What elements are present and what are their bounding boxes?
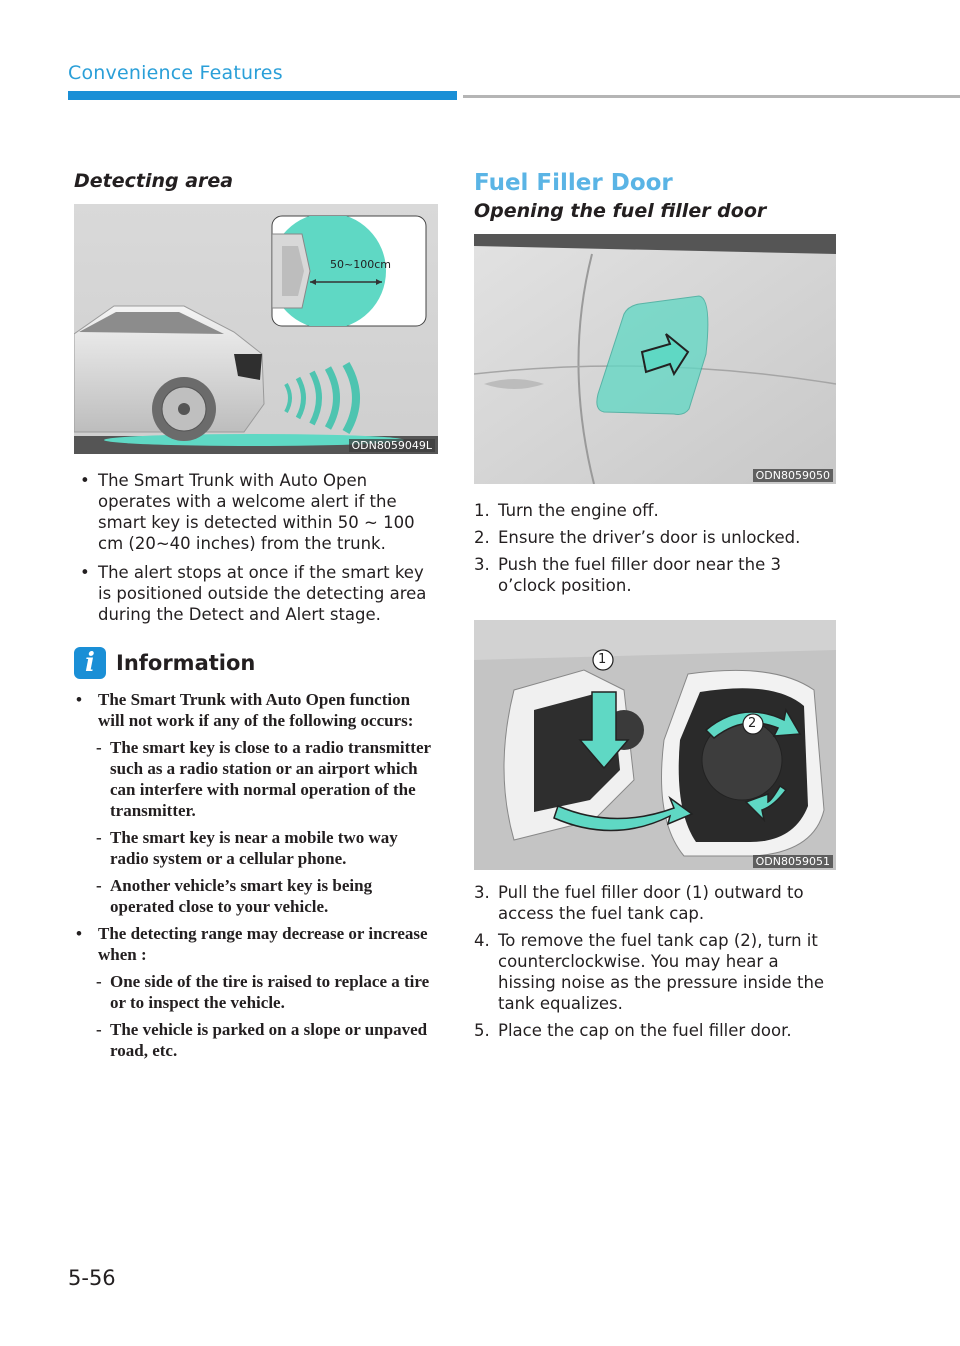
- information-body: •The Smart Trunk with Auto Open function…: [74, 689, 438, 1061]
- header-rule-gray: [463, 95, 960, 98]
- information-title: Information: [116, 651, 256, 675]
- left-column: Detecting area: [74, 170, 438, 1067]
- list-item: •The Smart Trunk with Auto Open function…: [76, 690, 414, 730]
- running-header: Convenience Features: [68, 62, 283, 84]
- detecting-bullets: •The Smart Trunk with Auto Open operates…: [74, 470, 438, 625]
- callout-1: 1: [598, 652, 607, 667]
- list-item: •The detecting range may decrease or inc…: [76, 924, 428, 964]
- list-item: 4.To remove the fuel tank cap (2), turn …: [474, 931, 825, 1013]
- list-item: 1.Turn the engine off.: [474, 501, 659, 520]
- header-rule-blue: [68, 91, 457, 100]
- figure-code: ODN8059049L: [348, 439, 435, 452]
- figure-code: ODN8059050: [752, 469, 833, 482]
- detecting-area-heading: Detecting area: [74, 170, 234, 192]
- fuel-cap-figure: 1 2 ODN8059051: [474, 620, 836, 870]
- list-item: -The smart key is close to a radio trans…: [96, 738, 431, 820]
- info-icon: i: [74, 647, 106, 679]
- figure-code: ODN8059051: [752, 855, 833, 868]
- detecting-area-figure: 50~100cm ODN8059049L: [74, 204, 438, 454]
- subheading: Opening the fuel filler door: [474, 200, 767, 222]
- steps-list-2: 3.Pull the fuel filler door (1) outward …: [474, 882, 836, 1041]
- list-item: -The smart key is near a mobile two way …: [96, 828, 398, 868]
- list-item: 5.Place the cap on the fuel filler door.: [474, 1021, 792, 1040]
- steps-list-1: 1.Turn the engine off. 2.Ensure the driv…: [474, 500, 836, 596]
- list-item: -One side of the tire is raised to repla…: [96, 972, 430, 1012]
- right-column: Fuel Filler Door Opening the fuel filler…: [474, 170, 836, 1047]
- list-item: -Another vehicle’s smart key is being op…: [96, 876, 373, 916]
- information-header: i Information: [74, 647, 438, 679]
- fuel-door-illustration: [474, 234, 836, 484]
- section-title: Fuel Filler Door: [474, 170, 673, 196]
- range-label: 50~100cm: [330, 258, 391, 271]
- fuel-cap-illustration: [474, 620, 836, 870]
- list-item: 3.Push the fuel filler door near the 3 o…: [474, 555, 781, 595]
- fuel-door-figure: ODN8059050: [474, 234, 836, 484]
- list-item: -The vehicle is parked on a slope or unp…: [96, 1020, 428, 1060]
- list-item: 2.Ensure the driver’s door is unlocked.: [474, 528, 801, 547]
- page-number: 5-56: [68, 1266, 116, 1290]
- list-item: •The alert stops at once if the smart ke…: [80, 563, 427, 624]
- list-item: •The Smart Trunk with Auto Open operates…: [80, 471, 415, 553]
- car-rear-illustration: [74, 204, 438, 454]
- list-item: 3.Pull the fuel filler door (1) outward …: [474, 883, 804, 923]
- callout-2: 2: [748, 716, 757, 731]
